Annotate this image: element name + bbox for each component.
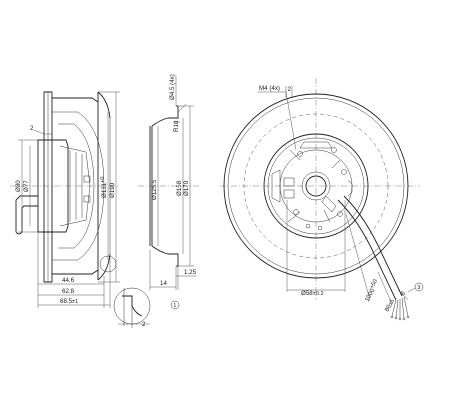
length-80-tol: ±5 xyxy=(388,299,396,307)
cable xyxy=(337,195,410,321)
detail-gap-label: 2 xyxy=(142,321,146,328)
diameter-170-label: Ø170 xyxy=(183,180,190,196)
diameter-131-tol: +0 xyxy=(100,176,106,182)
length-44-6-label: 44.6 xyxy=(62,277,75,284)
front-label-2: 2 xyxy=(288,86,292,93)
diameter-158-label: Ø158 xyxy=(176,180,183,196)
length-80-label: 80±5 xyxy=(384,298,396,313)
cable-length-tol: +50 xyxy=(369,279,379,290)
section-view xyxy=(138,76,200,310)
m4-thread-label: M4 (4x) xyxy=(259,85,280,92)
width-14-label: 14 xyxy=(160,280,167,287)
diameter-131-value: Ø131 xyxy=(101,182,108,198)
diameter-58-tol: ±0.2 xyxy=(313,291,324,297)
cable-length-label: 1000+50 xyxy=(363,279,381,303)
diameter-190-label: Ø190 xyxy=(109,182,116,198)
hole-4-5-label: Ø4.5 (4x) xyxy=(169,74,176,100)
side-thickness-label: 2 xyxy=(30,125,34,132)
radius-10-label: R10 xyxy=(173,120,180,132)
length-62-8-label: 62.8 xyxy=(62,288,75,295)
length-68-5-label: 68.5±1 xyxy=(60,298,78,305)
diameter-125-5-label: Ø125.5 xyxy=(151,179,158,200)
callout-3-label: 3 xyxy=(417,285,420,291)
diameter-77-label: Ø77 xyxy=(23,180,30,192)
front-view xyxy=(220,78,424,321)
diameter-58-value: Ø58 xyxy=(301,290,313,297)
length-80-value: 80 xyxy=(384,303,394,313)
hub-detail xyxy=(271,141,353,231)
length-6-label: 6 xyxy=(399,290,407,298)
length-68-5-tol: ±1 xyxy=(72,299,78,305)
diameter-131-label: Ø131+0 xyxy=(100,176,108,198)
diameter-80-label: Ø80 xyxy=(15,180,22,192)
length-68-5-value: 68.5 xyxy=(60,298,73,305)
side-view xyxy=(10,91,151,328)
callout-1-label: 1 xyxy=(173,303,176,309)
width-1-25-label: 1.25 xyxy=(184,269,197,276)
diameter-58-label: Ø58±0.2 xyxy=(301,290,324,297)
